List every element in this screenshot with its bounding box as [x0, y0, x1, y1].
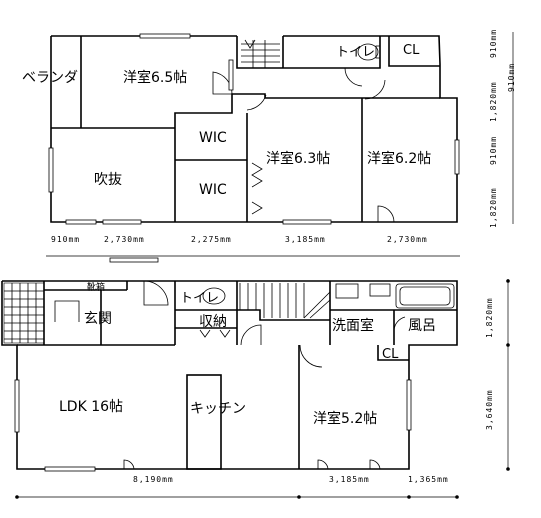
upper-window-right-1	[454, 139, 460, 175]
lower-dim-tick-r1	[506, 279, 510, 283]
bathtub-inner	[399, 286, 451, 306]
lower-center-walls	[174, 281, 330, 345]
upper-dim-b1: 910mm	[51, 235, 80, 244]
upper-window-bottom-3	[282, 219, 332, 225]
room-label-western-52: 洋室5.2帖	[313, 410, 377, 427]
kitchen-counter	[186, 374, 222, 470]
upper-dim-b5: 2,730mm	[387, 235, 428, 244]
lower-window-right	[406, 379, 412, 431]
genkan-tiles	[3, 282, 45, 344]
upper-right-dims: 910mm 1,820mm 910mm 1,820mm 910mm	[489, 29, 516, 228]
upper-toilet-tank	[375, 45, 381, 59]
lower-dim-b2: 3,185mm	[329, 475, 370, 484]
upper-window-bottom-2	[102, 219, 142, 225]
upper-outer-wall	[50, 35, 458, 223]
lower-door-shoe	[54, 300, 80, 322]
upper-wic-walls	[174, 113, 248, 222]
lower-outer-wall	[1, 280, 458, 470]
upper-dim-r4: 1,820mm	[489, 187, 498, 228]
upper-room65-wall	[174, 93, 440, 128]
room-label-lower-cl: CL	[382, 347, 399, 362]
lower-window-bottom	[44, 466, 96, 472]
room-label-washroom: 洗面室	[332, 317, 374, 334]
room-label-western-63: 洋室6.3帖	[266, 150, 330, 167]
upper-window-bottom-1	[65, 219, 97, 225]
room-label-western-65: 洋室6.5帖	[123, 69, 187, 86]
upper-dim-b2: 2,730mm	[104, 235, 145, 244]
room-label-upper-cl: CL	[403, 43, 420, 58]
room-label-storage: 収納	[199, 314, 227, 330]
lower-dim-r1: 1,820mm	[485, 297, 494, 338]
upper-door-62b	[377, 205, 395, 223]
lower-window-left	[14, 379, 20, 433]
upper-door-63	[246, 94, 267, 111]
lower-dim-tick-4	[455, 495, 459, 499]
room-label-ldk: LDK 16帖	[59, 399, 123, 415]
room-label-lower-toilet: トイレ	[180, 291, 219, 306]
lower-door-ldk	[240, 324, 262, 346]
lower-floor-plan: 靴箱 玄関 トイレ 収納 洗面室 風呂 CL LDK 16帖 キッチン 洋室5.…	[1, 257, 510, 499]
lower-dim-tick-2	[297, 495, 301, 499]
lower-toilet-fixture	[202, 287, 226, 305]
upper-dim-b3: 2,275mm	[191, 235, 232, 244]
room-label-void: 吹抜	[94, 172, 122, 188]
room-label-wic-2: WIC	[199, 182, 227, 198]
lower-dim-r2: 3,640mm	[485, 389, 494, 430]
washing-machine	[335, 283, 359, 299]
room-label-bath: 風呂	[408, 318, 436, 334]
upper-floor-plan: ベランダ 洋室6.5帖 トイレ CL WIC WIC 洋室6.3帖 洋室6.2帖…	[22, 29, 516, 257]
lower-door-washroom	[299, 344, 323, 368]
room-label-upper-toilet: トイレ	[336, 45, 375, 60]
upper-wic-zigzag-1	[251, 162, 263, 188]
lower-dim-tick-1	[15, 495, 19, 499]
upper-window-right-2	[228, 59, 234, 91]
lower-door-bath	[393, 316, 406, 331]
upper-dim-r3: 910mm	[489, 136, 498, 165]
room-label-genkan: 玄関	[84, 310, 112, 327]
upper-door-62	[364, 79, 386, 100]
lower-wet-walls	[329, 281, 457, 361]
upper-window-top	[139, 33, 191, 39]
lower-door-bottom-3	[369, 459, 381, 470]
room-label-wic-1: WIC	[199, 130, 227, 146]
upper-veranda-wall	[51, 36, 175, 129]
lower-genkan-wall	[17, 281, 175, 346]
lower-door-bottom-1	[123, 459, 135, 470]
upper-dim-b4: 3,185mm	[285, 235, 326, 244]
room-label-shoe-box: 靴箱	[87, 281, 105, 293]
lower-door-storage	[199, 329, 231, 338]
upper-stair-arrow	[244, 39, 256, 49]
lower-window-top	[109, 257, 159, 263]
lower-dim-tick-r3	[506, 467, 510, 471]
lower-door-genkan	[143, 280, 169, 306]
upper-dim-r2: 1,820mm	[489, 81, 498, 122]
upper-stair-steps	[241, 40, 280, 68]
room-label-veranda: ベランダ	[22, 70, 78, 86]
lower-stair-steps	[239, 283, 305, 318]
room-label-kitchen: キッチン	[190, 401, 246, 417]
lower-dim-tick-r2	[506, 343, 510, 347]
lower-dim-b3: 1,365mm	[408, 475, 449, 484]
upper-wic-zigzag-2	[251, 201, 263, 215]
bathtub	[395, 283, 455, 309]
upper-dim-r1: 910mm	[489, 29, 498, 58]
upper-dim-r5: 910mm	[507, 63, 516, 92]
upper-window-left	[48, 147, 54, 193]
upper-door-toilet	[344, 67, 363, 87]
washbasin	[369, 283, 391, 297]
lower-stair-diag	[303, 291, 331, 319]
lower-door-bottom-2	[317, 459, 329, 470]
upper-toilet-fixture	[357, 43, 379, 61]
lower-dim-b1: 8,190mm	[133, 475, 174, 484]
lower-dim-tick-3	[407, 495, 411, 499]
room-label-western-62: 洋室6.2帖	[367, 150, 431, 167]
